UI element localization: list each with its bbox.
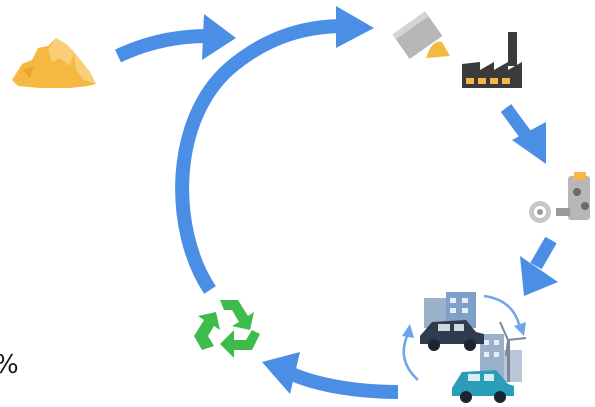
ore-pile-icon xyxy=(12,38,96,88)
arrow-parts-to-vehicles xyxy=(520,236,558,296)
arrow-ore-to-factory xyxy=(114,14,236,63)
recycle-icon xyxy=(194,300,260,358)
percent-sign-fragment: % xyxy=(0,352,19,378)
metal-parts-icon xyxy=(529,172,590,223)
arrow-factory-to-parts xyxy=(500,104,546,164)
smelting-factory-icon xyxy=(392,11,522,88)
city-vehicles-icon xyxy=(402,292,527,403)
arrow-vehicles-to-recycle xyxy=(262,352,399,399)
arrow-recycle-to-factory xyxy=(175,6,374,294)
